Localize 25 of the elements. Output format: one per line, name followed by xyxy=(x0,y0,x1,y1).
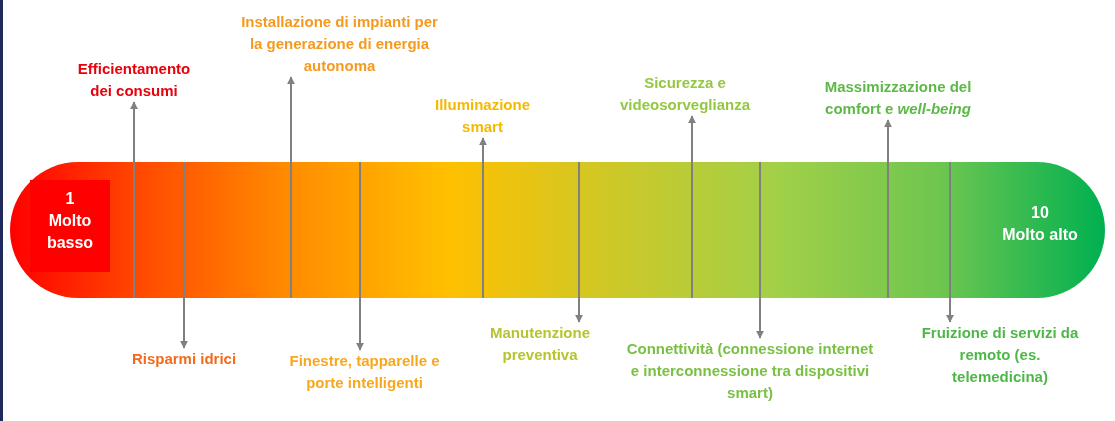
arrow xyxy=(287,76,295,299)
benefit-label: Illuminazione smart xyxy=(425,94,540,138)
scale-value: 1 xyxy=(64,189,76,209)
arrow xyxy=(946,161,954,323)
benefit-label: Connettività (connessione internet e interconnessione tra dispositivi smart) xyxy=(625,338,875,404)
arrow xyxy=(180,161,188,349)
benefit-label: Efficientamento dei consumi xyxy=(69,58,199,102)
scale-caption: Molto alto xyxy=(1001,225,1079,245)
benefit-label: Installazione di impianti per la generazione di energia autonoma xyxy=(237,11,442,77)
scale-min-box xyxy=(30,180,110,272)
arrow xyxy=(130,101,138,299)
benefit-label: Sicurezza e videosorveglianza xyxy=(610,72,760,116)
arrow xyxy=(575,161,583,323)
scale-value: 10 xyxy=(1030,203,1050,223)
arrow xyxy=(884,119,892,299)
arrow xyxy=(688,115,696,299)
arrow xyxy=(479,137,487,299)
arrow xyxy=(756,161,764,339)
benefit-label: Massimizzazione del comfort e well-being xyxy=(813,76,983,120)
benefit-label: Finestre, tapparelle e porte intelligenti xyxy=(282,350,447,394)
scale-caption: Molto basso xyxy=(45,211,95,253)
arrow xyxy=(356,161,364,351)
benefit-label: Risparmi idrici xyxy=(104,348,264,370)
benefit-label: Manutenzione preventiva xyxy=(480,322,600,366)
benefit-label: Fruizione di servizi da remoto (es. telemedicina) xyxy=(910,322,1090,388)
